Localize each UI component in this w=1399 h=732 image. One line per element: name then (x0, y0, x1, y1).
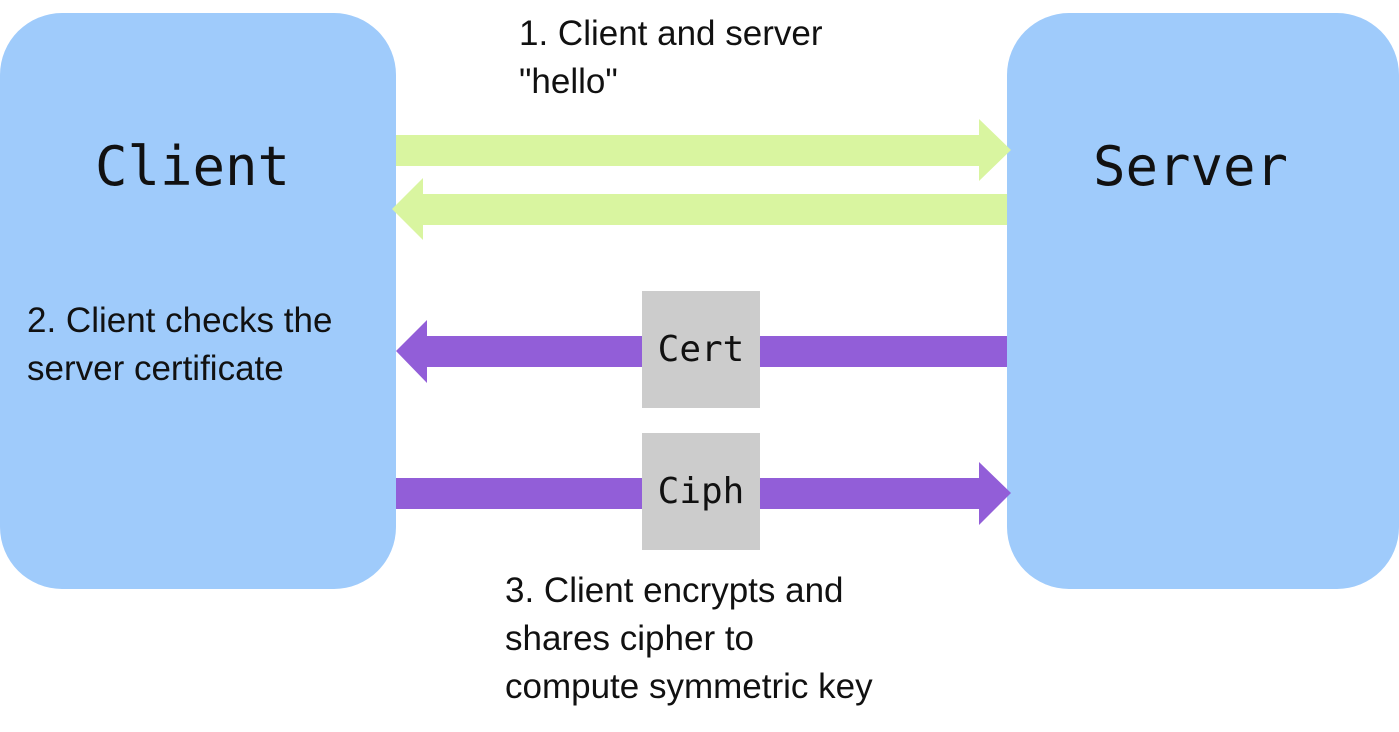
cipher-tag: Ciph (642, 433, 760, 550)
server-title: Server (1093, 135, 1289, 198)
step-verify-note: 2. Client checks the server certificate (27, 297, 332, 393)
server-box (1007, 13, 1399, 589)
client-title: Client (95, 135, 291, 198)
client-box (0, 13, 396, 589)
hello-arrow-to-client (392, 178, 1007, 240)
step-verify-line2: server certificate (27, 349, 284, 388)
hello-arrow-to-server (396, 119, 1011, 181)
cipher-tag-label: Ciph (657, 471, 745, 512)
step-encrypt-note: 3. Client encrypts and shares cipher to … (505, 567, 873, 711)
step-hello-note: 1. Client and server "hello" (519, 10, 822, 106)
step-hello-line1: 1. Client and server (519, 14, 823, 53)
cert-tag-label: Cert (657, 329, 745, 370)
step-verify-line1: 2. Client checks the (27, 301, 333, 340)
cert-tag: Cert (642, 291, 760, 408)
step-encrypt-line1: 3. Client encrypts and (505, 571, 844, 610)
step-encrypt-line2: shares cipher to (505, 619, 755, 658)
step-encrypt-line3: compute symmetric key (505, 667, 873, 706)
step-hello-line2: "hello" (519, 62, 618, 101)
